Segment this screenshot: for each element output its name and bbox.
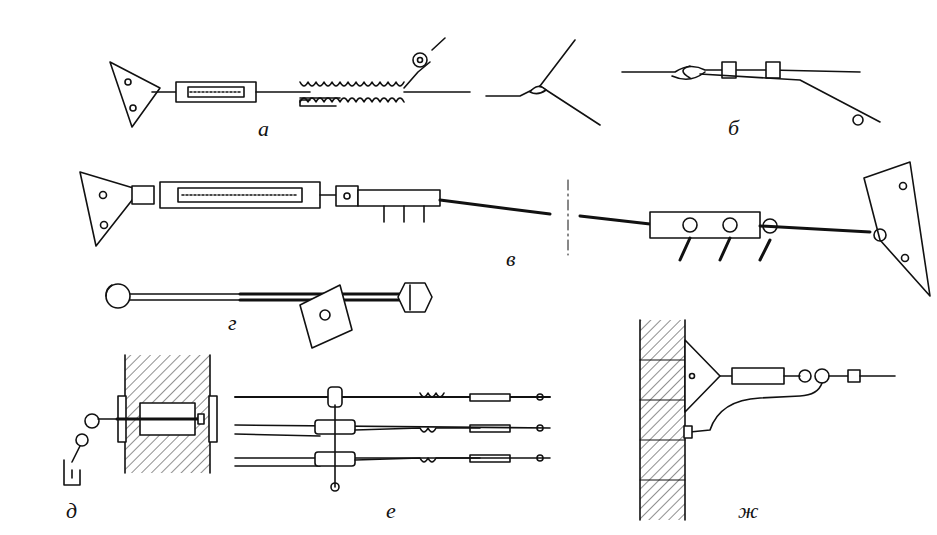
- figure-letter: а: [258, 118, 269, 140]
- figure-letter: д: [66, 500, 77, 522]
- figure-letter: в: [506, 248, 516, 270]
- figure-letter: б: [728, 117, 739, 139]
- figure-letter: ж: [738, 500, 758, 522]
- figure-letter: г: [228, 312, 237, 334]
- figure-letter: е: [386, 500, 396, 522]
